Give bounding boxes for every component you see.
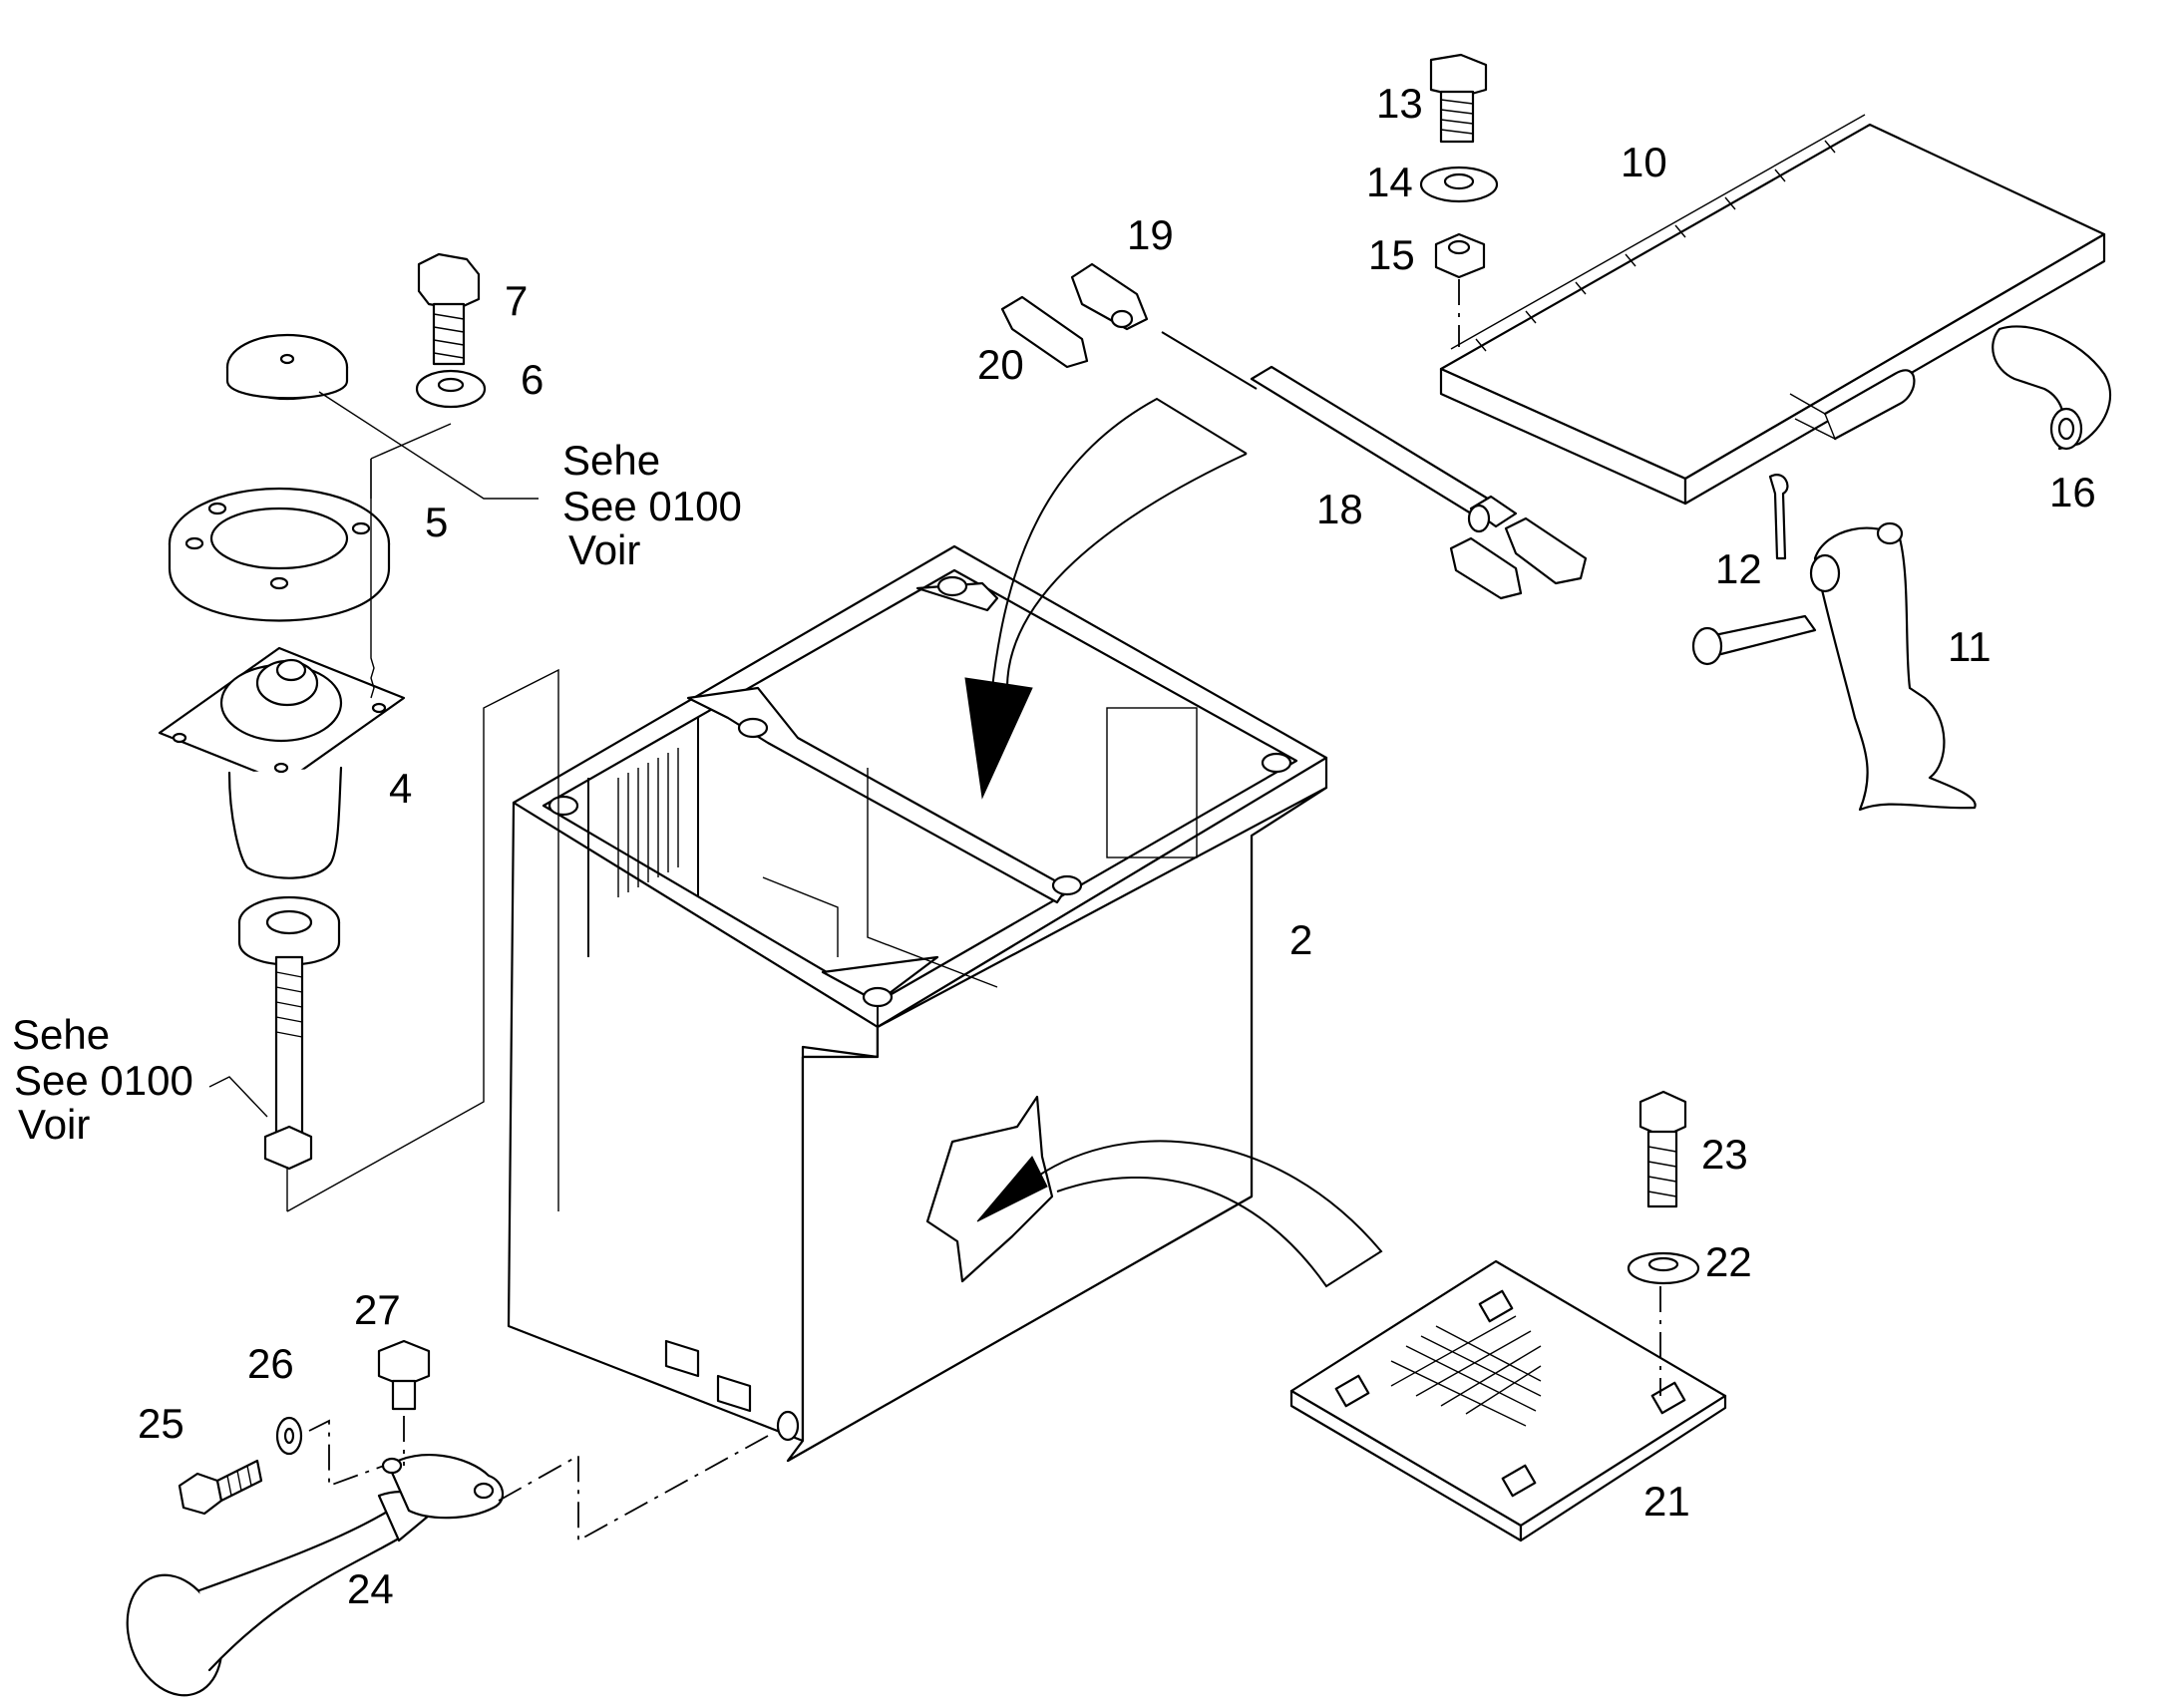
cotter-pin-part-12: [1768, 474, 1789, 560]
main-box-housing: [507, 544, 1328, 1463]
callout-4: 4: [389, 765, 412, 812]
callout-labels: 2 4 5 6 7 10 11 12 13 14 15 16 18 19 20 …: [138, 80, 2096, 1612]
callout-22: 22: [1705, 1238, 1752, 1285]
callout-12: 12: [1715, 545, 1762, 592]
note-top-line-3: Voir: [568, 526, 640, 573]
callout-26: 26: [247, 1340, 294, 1387]
horn-assembly: [126, 1339, 769, 1697]
note-left-line-2: See 0100: [14, 1057, 193, 1104]
callout-24: 24: [347, 1565, 394, 1612]
note-top-leader: [318, 391, 539, 500]
floor-plate: [1289, 1259, 1727, 1542]
note-left: Sehe See 0100 Voir: [12, 1011, 193, 1148]
callout-20: 20: [977, 341, 1024, 388]
note-left-line-1: Sehe: [12, 1011, 110, 1058]
callout-19: 19: [1127, 211, 1174, 258]
lever-part-11: [1691, 521, 1977, 812]
handle-part-16: [1992, 325, 2112, 451]
lid-bolt-stack: [1419, 53, 1499, 347]
note-left-line-3: Voir: [18, 1101, 90, 1148]
callout-15: 15: [1368, 231, 1415, 278]
callout-25: 25: [138, 1400, 184, 1447]
note-top-line-1: Sehe: [562, 437, 660, 484]
callout-21: 21: [1643, 1478, 1690, 1525]
note-left-leader: [208, 1076, 268, 1118]
callout-10: 10: [1621, 139, 1667, 185]
gas-strut-assembly: [1000, 262, 1588, 600]
callout-18: 18: [1316, 486, 1363, 532]
callout-16: 16: [2049, 469, 2096, 515]
mount-stack-left: [158, 252, 559, 1212]
callout-5: 5: [425, 499, 448, 545]
callout-14: 14: [1366, 159, 1413, 205]
callout-27: 27: [354, 1286, 401, 1333]
callout-2: 2: [1289, 916, 1312, 963]
callout-11: 11: [1948, 623, 1992, 670]
lid-cover: [1439, 114, 2106, 506]
note-top: Sehe See 0100 Voir: [562, 437, 742, 573]
callout-13: 13: [1376, 80, 1423, 127]
bolt-washer-22-23: [1627, 1090, 1700, 1285]
callout-6: 6: [521, 356, 544, 403]
note-top-line-2: See 0100: [562, 483, 742, 529]
callout-7: 7: [505, 277, 528, 324]
insert-arrow-top: [964, 397, 1248, 800]
callout-23: 23: [1701, 1131, 1748, 1178]
access-panel-arrow: [925, 1095, 1383, 1288]
